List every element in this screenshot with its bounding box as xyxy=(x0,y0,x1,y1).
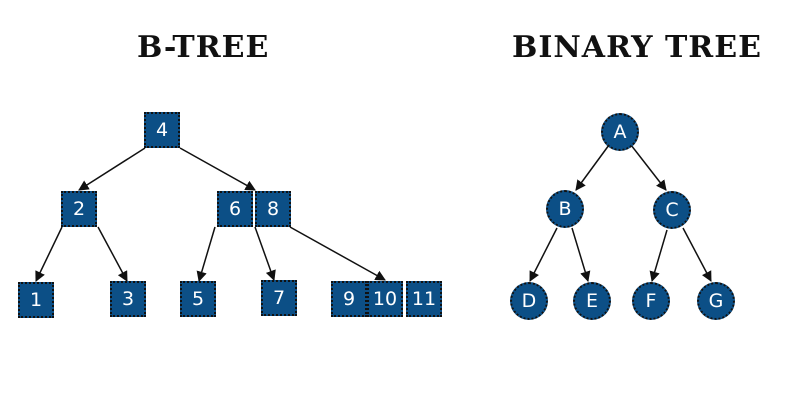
btree-edge-8-91011 xyxy=(289,226,386,281)
binary-tree-panel: BINARY TREE xyxy=(460,0,800,400)
bintree-node: C xyxy=(653,191,691,229)
btree-leaf-key: 11 xyxy=(406,281,442,317)
btree-leaf-key: 5 xyxy=(180,281,216,317)
bintree-node-root: A xyxy=(601,113,639,151)
bintree-leaf: E xyxy=(573,282,611,320)
bintree-leaf: G xyxy=(697,282,735,320)
bintree-edge-A-C xyxy=(630,144,667,191)
bintree-edge-C-G xyxy=(682,227,712,282)
btree-leaf-key: 7 xyxy=(261,280,297,316)
btree-leaf-key: 9 xyxy=(331,281,367,317)
btree-leaf-key: 1 xyxy=(18,282,54,318)
btree-node-key: 8 xyxy=(255,191,291,227)
bintree-leaf: F xyxy=(632,282,670,320)
btree-title: B-TREE xyxy=(137,30,270,65)
btree-edge-4-2 xyxy=(78,147,146,191)
btree-edge-2-1 xyxy=(35,226,63,282)
bintree-leaf: D xyxy=(510,282,548,320)
bintree-node: B xyxy=(546,190,584,228)
btree-leaf-key: 3 xyxy=(110,281,146,317)
bintree-edge-B-E xyxy=(571,227,591,283)
btree-node-root: 4 xyxy=(144,112,180,148)
bintree-edge-C-F xyxy=(649,229,668,283)
btree-edge-68-7 xyxy=(254,226,276,281)
btree-edge-6-5 xyxy=(196,226,216,283)
binary-tree-title: BINARY TREE xyxy=(512,30,762,65)
btree-node-key: 6 xyxy=(217,191,253,227)
btree-node-key: 2 xyxy=(61,191,97,227)
btree-leaf-key: 10 xyxy=(367,281,403,317)
bintree-edge-A-B xyxy=(575,144,610,191)
btree-edge-4-68 xyxy=(179,147,256,191)
bintree-edge-B-D xyxy=(529,227,558,282)
btree-edge-2-3 xyxy=(97,226,128,282)
btree-panel: B-TREE xyxy=(137,30,270,65)
